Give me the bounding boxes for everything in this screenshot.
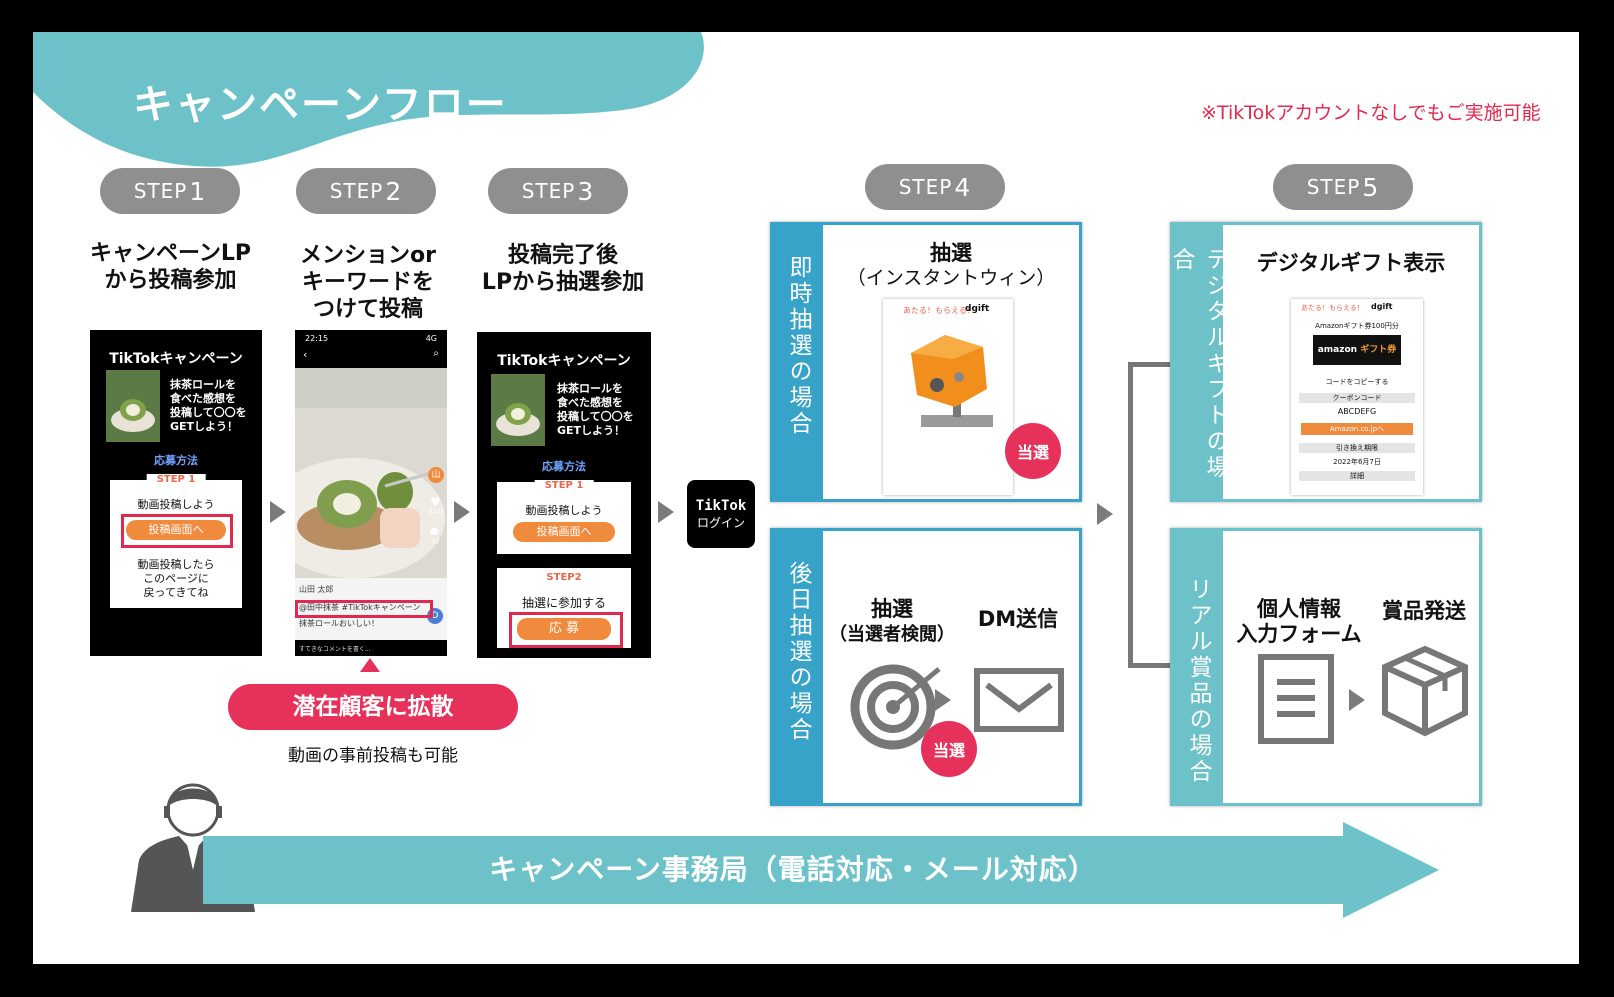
arrow-right-icon <box>454 501 470 523</box>
phone-tiktok-post: 22:15 4G ‹ ⌕ 山 ♥ 8470 ● 27 山田 太郎 @田中抹茶 #… <box>295 330 447 656</box>
comment-input[interactable]: すてきなコメントを書く... <box>299 644 371 653</box>
instant-mock-screen: あたる！もらえる！ dgift <box>883 299 1013 495</box>
phone2-highlight-frame <box>295 600 433 618</box>
phone1-after-text: 動画投稿したらこのページに戻ってきてね <box>110 558 242 600</box>
phone2-status-network: 4G <box>426 334 437 343</box>
arrow-right-icon <box>658 501 674 523</box>
phone3-title: TikTokキャンペーン <box>477 350 651 370</box>
instant-mock-header: あたる！もらえる！ <box>903 305 975 316</box>
dm-send-title: DM送信 <box>963 607 1073 632</box>
video-frame-image <box>295 368 447 578</box>
digital-gift-box: デジタルギフトの場合 デジタルギフト表示 あたる！もらえる！ dgift Ama… <box>1170 222 1482 502</box>
form-title: 個人情報入力フォーム <box>1229 597 1369 647</box>
detail-label[interactable]: 詳細 <box>1299 471 1415 481</box>
matcha-roll-image <box>106 370 160 442</box>
phone3-step1-card: STEP 1 動画投稿しよう 投稿画面へ <box>497 482 631 554</box>
form-document-icon <box>1257 653 1337 745</box>
arrow-right-icon <box>1349 689 1365 711</box>
comment-icon[interactable]: ● <box>430 526 439 537</box>
win-badge: 当選 <box>1005 423 1061 479</box>
arrow-right-icon <box>270 501 286 523</box>
branch-connector-bottom <box>1128 663 1172 668</box>
arrow-right-icon <box>935 689 951 711</box>
copy-code-label[interactable]: コードをコピーする <box>1291 377 1423 387</box>
tiktok-login-button[interactable]: TikTok ログイン <box>687 480 755 548</box>
matcha-roll-image <box>491 374 545 446</box>
spread-pointer <box>360 658 380 672</box>
phone3-how-to: 応募方法 <box>477 458 651 474</box>
like-count: 8470 <box>429 509 444 516</box>
exchange-date: 2022年6月7日 <box>1291 457 1423 467</box>
instant-title: 抽選（インスタントウィン） <box>823 241 1079 291</box>
win-badge: 当選 <box>921 721 977 777</box>
tiktok-login-line1: TikTok <box>687 498 755 514</box>
instant-mock-brand: dgift <box>965 304 989 314</box>
amazon-link-button[interactable]: Amazon.co.jpへ <box>1301 423 1413 435</box>
gift-name: Amazonギフト券100円分 <box>1291 321 1423 331</box>
amazon-gift-card: amazon ギフト券 <box>1313 335 1401 365</box>
digital-mock-header: あたる！もらえる！ <box>1301 303 1364 313</box>
phone1-how-to: 応募方法 <box>90 452 262 468</box>
coupon-code: ABCDEFG <box>1291 407 1423 416</box>
coupon-code-label: クーポンコード <box>1299 393 1415 403</box>
phone3-step1-tag: STEP 1 <box>535 480 594 491</box>
digital-mock-brand: dgift <box>1371 302 1393 311</box>
spread-sub: 動画の事前投稿も可能 <box>228 741 518 766</box>
gacha-machine-icon <box>897 327 1001 447</box>
phone3-join-label: 抽選に参加する <box>497 594 631 611</box>
no-account-note: ※TikTokアカウントなしでもご実施可能 <box>1201 98 1541 125</box>
arrow-right-icon <box>1097 503 1113 525</box>
comment-count: 27 <box>432 539 440 546</box>
step-1-pill: STEP1 <box>100 168 240 214</box>
instant-side-band: 即時抽選の場合 <box>773 225 823 499</box>
package-box-icon <box>1379 645 1471 737</box>
instant-lottery-box: 即時抽選の場合 抽選（インスタントウィン） あたる！もらえる！ dgift 当選 <box>770 222 1082 502</box>
digital-mock-screen: あたる！もらえる！ dgift Amazonギフト券100円分 amazon ギ… <box>1291 299 1423 495</box>
phone1-highlight-frame <box>121 514 233 548</box>
spread-label: 潜在顧客に拡散 <box>228 684 518 730</box>
later-side-band: 後日抽選の場合 <box>773 531 823 803</box>
later-lottery-box: 後日抽選の場合 抽選（当選者検閲） DM送信 当選 <box>770 528 1082 806</box>
later-lottery-title: 抽選（当選者検閲） <box>829 597 955 647</box>
exchange-deadline-label: 引き換え期限 <box>1299 443 1415 453</box>
mail-icon <box>973 667 1065 733</box>
phone3-step2-tag: STEP2 <box>536 572 591 583</box>
branch-connector <box>1128 362 1133 668</box>
phone1-step-tag: STEP 1 <box>147 474 206 485</box>
back-chevron-icon[interactable]: ‹ <box>303 348 307 361</box>
avatar[interactable]: 山 <box>428 467 444 483</box>
real-prize-box: リアル賞品の場合 個人情報入力フォーム 賞品発送 <box>1170 528 1482 806</box>
phone2-status-time: 22:15 <box>305 334 328 343</box>
digital-side-band: デジタルギフトの場合 <box>1173 225 1223 499</box>
phone-lp-step1: TikTokキャンペーン 抹茶ロールを食べた感想を投稿して〇〇をGETしよう！ … <box>90 330 262 656</box>
phone3-highlight-frame <box>509 612 623 648</box>
post-user-name: 山田 太郎 <box>299 584 334 595</box>
heart-icon[interactable]: ♥ <box>430 495 441 509</box>
phone3-post-label: 動画投稿しよう <box>497 502 631 518</box>
phone1-title: TikTokキャンペーン <box>90 348 262 368</box>
digital-title: デジタルギフト表示 <box>1223 251 1479 276</box>
page-title: キャンペーンフロー <box>133 72 508 130</box>
office-label: キャンペーン事務局（電話対応・メール対応） <box>233 848 1353 888</box>
real-side-band: リアル賞品の場合 <box>1173 531 1223 803</box>
post-comment: 抹茶ロールおいしい！ <box>299 618 379 629</box>
tiktok-login-line2: ログイン <box>687 514 755 531</box>
ship-title: 賞品発送 <box>1369 599 1479 624</box>
phone3-post-button[interactable]: 投稿画面へ <box>513 522 615 542</box>
search-icon[interactable]: ⌕ <box>433 348 439 359</box>
phone1-post-label: 動画投稿しよう <box>110 496 242 512</box>
